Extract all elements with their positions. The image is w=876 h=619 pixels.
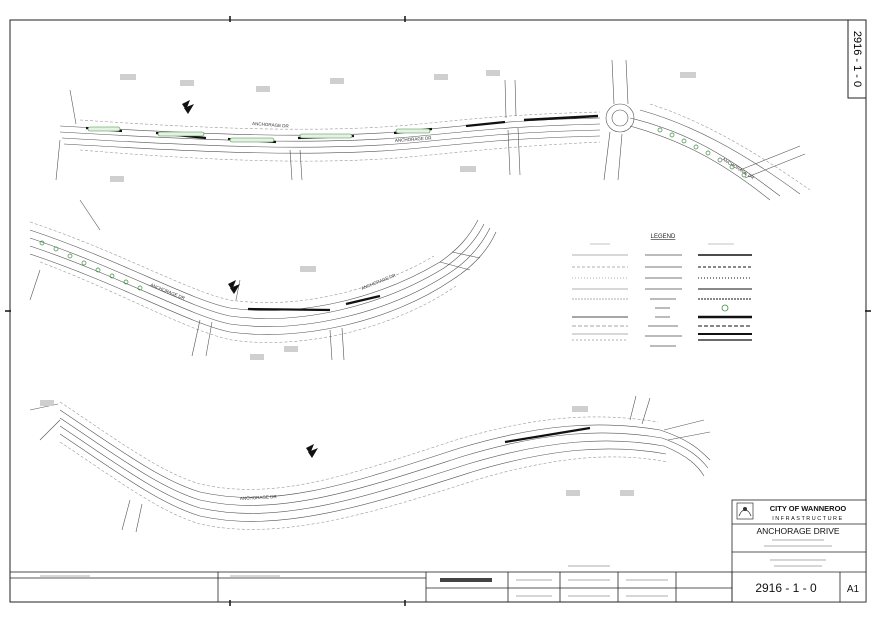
road-label-section-3: ANCHORAGE DR <box>240 494 278 501</box>
trees-section-1 <box>657 127 747 178</box>
legend-tree-symbol <box>721 304 729 312</box>
title-block <box>9 499 867 603</box>
trees-section-2 <box>39 240 143 291</box>
legend-description-marks <box>645 254 682 347</box>
sheet-size: A1 <box>847 584 860 595</box>
drawing-number: 2916 - 1 - 0 <box>755 581 817 595</box>
medians-section-3 <box>504 426 591 444</box>
plan-section-1 <box>55 59 811 201</box>
legend-proposed-lines <box>698 254 752 341</box>
medians-section-2 <box>247 294 381 312</box>
north-arrow-3 <box>306 444 318 458</box>
legend-existing-lines <box>572 254 628 341</box>
council-logo <box>736 502 754 520</box>
median-planting-section-1 <box>87 126 431 143</box>
organisation-department: INFRASTRUCTURE <box>772 516 843 522</box>
road-label-section-2b: ANCHORAGE DR <box>361 272 398 291</box>
organisation-name: CITY OF WANNEROO <box>770 504 847 513</box>
legend-title: LEGEND <box>651 234 676 240</box>
drawing-number-tab: 2916 - 1 - 0 <box>847 19 867 99</box>
project-title: ANCHORAGE DRIVE <box>756 526 839 536</box>
drawing-number-vertical: 2916 - 1 - 0 <box>851 31 863 87</box>
road-label-section-1b: ANCHORAGE DR <box>395 135 433 143</box>
title-block-faint-lines <box>40 539 832 597</box>
road-label-section-2: ANCHORAGE DR <box>150 282 187 301</box>
edge-ticks <box>5 16 871 606</box>
title-block-stamp <box>440 578 492 582</box>
plan-section-3 <box>29 395 711 533</box>
north-arrow-2 <box>228 280 240 294</box>
north-arrow-1 <box>182 100 194 114</box>
road-label-section-1: ANCHORAGE DR <box>252 121 290 129</box>
lot-annotations <box>40 70 696 496</box>
plan-section-2 <box>29 199 497 361</box>
legend-block: LEGEND <box>572 234 752 347</box>
